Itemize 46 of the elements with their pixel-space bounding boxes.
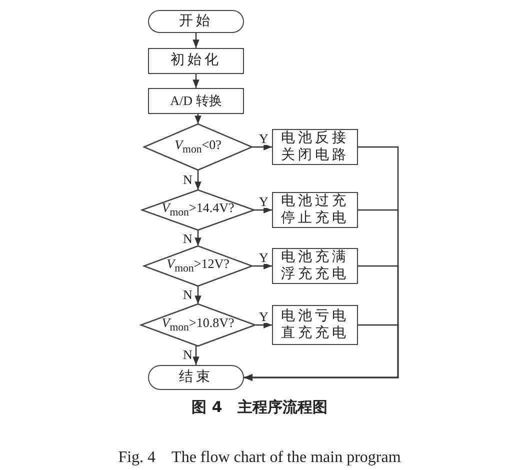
terminal-box [148, 10, 244, 33]
edge-label: Y [258, 132, 270, 145]
decision-diamond [144, 246, 252, 286]
node-text: 电池过充停止充电 [280, 192, 350, 228]
connector-arrow [192, 33, 200, 48]
figure-caption: 图 4 主程序流程图 [190, 398, 328, 417]
decision-diamond [142, 190, 254, 230]
process-box [272, 129, 358, 165]
process-box [272, 305, 358, 345]
process-box [148, 48, 244, 74]
edge-label: Y [258, 310, 270, 323]
process-box [272, 248, 358, 284]
decision-diamond [141, 304, 255, 346]
node-text: 电池充满浮充充电 [280, 248, 350, 284]
node-text: V$_{mon}$>10.8V? [162, 314, 234, 336]
connector-arrow [194, 170, 202, 190]
node-text: 初始化 [170, 52, 222, 70]
connector-arrow [254, 206, 272, 214]
process-box [272, 192, 358, 228]
node-text: V$_{mon}$>12V? [166, 256, 230, 276]
connector-arrow [252, 144, 272, 150]
connector-arrow [255, 322, 272, 328]
edge-label: Y [258, 251, 270, 264]
terminal-box [148, 365, 244, 390]
connector-arrow [194, 286, 202, 304]
process-box [148, 88, 244, 114]
node-text: 电池反接关闭电路 [280, 130, 350, 164]
edge-label: Y [258, 195, 270, 208]
edge-label: N [182, 232, 194, 245]
connector-arrow [244, 324, 399, 381]
connector-arrow [192, 74, 200, 88]
node-text: 结束 [179, 368, 213, 386]
node-text: A/D 转换 [170, 92, 222, 110]
node-text: V$_{mon}$<0? [174, 136, 222, 158]
decision-diamond [144, 124, 252, 170]
figure-caption-english: Fig. 4 The flow chart of the main program [117, 448, 402, 468]
connector-arrow [194, 230, 202, 246]
node-text: 开始 [179, 12, 213, 30]
edge-label: N [182, 173, 194, 186]
connector-arrow [194, 114, 202, 124]
node-text: 电池亏电直充充电 [280, 308, 350, 342]
connector-arrow [192, 346, 200, 365]
node-text: V$_{mon}$>14.4V? [162, 200, 234, 220]
edge-label: N [182, 288, 194, 301]
edge-label: N [182, 348, 194, 361]
connector-arrow [252, 262, 272, 270]
